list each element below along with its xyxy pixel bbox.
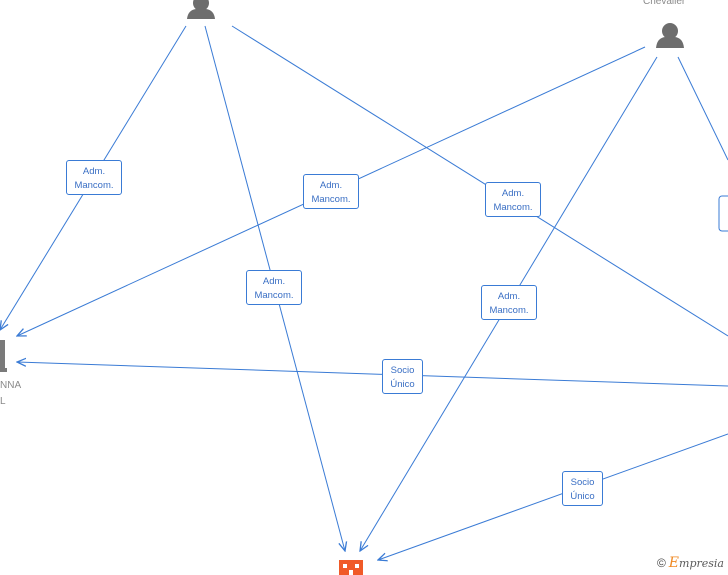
company-name-line2[interactable]: L (0, 396, 6, 407)
edge-label-line2: Mancom. (254, 289, 294, 301)
edge-label-line2: Mancom. (489, 304, 529, 316)
edge-line (677, 56, 728, 161)
copyright-notice: © Empresia (657, 555, 724, 571)
edge-label-line2: Único (390, 378, 415, 390)
brand-logo[interactable]: Empresia (669, 555, 724, 571)
building-icon[interactable] (339, 560, 363, 575)
copyright-symbol: © (656, 556, 666, 570)
company-name-line1[interactable]: NNA (0, 380, 22, 391)
building-icon[interactable] (0, 340, 7, 372)
edge-label-socio[interactable]: Socio Único (382, 359, 423, 394)
edge-label-line1: Adm. (497, 290, 521, 302)
edge-line (378, 433, 728, 560)
edge-label-adm[interactable]: Adm. Mancom. (303, 174, 359, 209)
edge-label-line1: Socio (570, 476, 595, 488)
brand-rest: mpresia (679, 557, 724, 570)
edge-label-line1: Socio (390, 364, 415, 376)
edge-label-socio[interactable]: Socio Único (562, 471, 603, 506)
person-name[interactable]: Chevalier (643, 0, 686, 7)
edge-label-adm[interactable]: Adm. Mancom. (246, 270, 302, 305)
edge-label-adm[interactable]: Adm. Mancom. (481, 285, 537, 320)
edge-label-line2: Mancom. (493, 201, 533, 213)
edge-label-line2: Mancom. (311, 193, 351, 205)
edge-label-adm[interactable]: Adm. Mancom. (485, 182, 541, 217)
edge-line (17, 362, 728, 387)
brand-initial: E (668, 555, 680, 571)
edge-label-line2: Mancom. (74, 179, 114, 191)
person-icon[interactable] (187, 0, 215, 19)
edge-label-line1: Adm. (501, 187, 525, 199)
edge-label-line2: Único (570, 490, 595, 502)
edge-label-partial (718, 195, 728, 232)
person-icon[interactable] (656, 23, 684, 48)
edge-label-line1: Adm. (319, 179, 343, 191)
edge-label-line1: Adm. (262, 275, 286, 287)
edge-label-line1: Adm. (82, 165, 106, 177)
edge-line (231, 25, 728, 337)
edge-label-adm[interactable]: Adm. Mancom. (66, 160, 122, 195)
